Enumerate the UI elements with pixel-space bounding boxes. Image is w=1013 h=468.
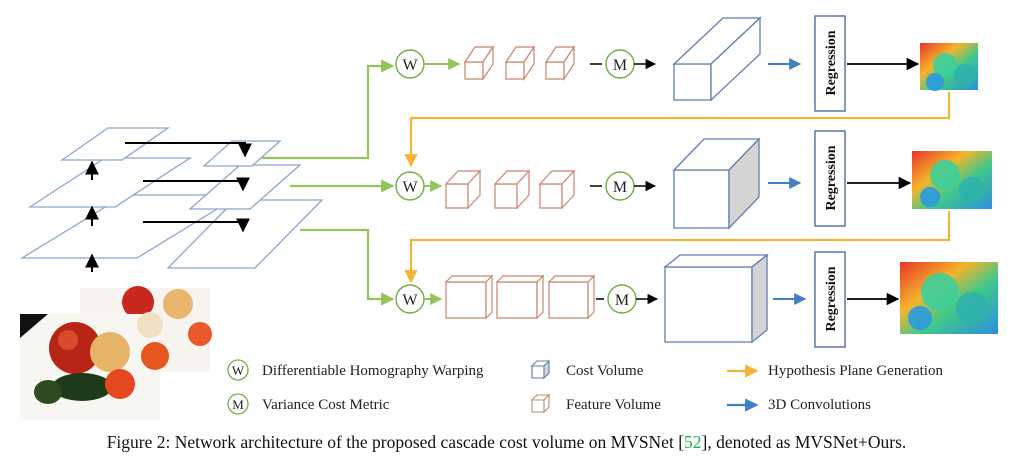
- legend: W Differentiable Homography Warping M Va…: [227, 359, 943, 415]
- legend-hypothesis: Hypothesis Plane Generation: [727, 363, 943, 379]
- metric-node-2-label: M: [613, 179, 627, 196]
- depth-map-2: [912, 151, 992, 209]
- cost-volume-3: [663, 253, 769, 344]
- figure-caption: Figure 2: Network architecture of the pr…: [0, 432, 1013, 453]
- regression-box-3: [814, 251, 846, 348]
- cost-volume-1: [672, 16, 762, 102]
- legend-feature-volume: Feature Volume: [530, 393, 661, 414]
- depth-map-3: [900, 262, 998, 334]
- legend-variance-symbol: M: [232, 397, 244, 412]
- legend-cost-volume: Cost Volume: [530, 359, 644, 380]
- legend-cost-volume-label: Cost Volume: [566, 363, 644, 379]
- hypothesis-arrow-1: [404, 92, 951, 168]
- feature-volume: [463, 45, 495, 81]
- feature-volume-legend-icon: [530, 393, 551, 414]
- feature-volume: [495, 274, 545, 320]
- warp-node-1-label: W: [402, 57, 418, 74]
- pyramid-lateral-arrows: [125, 142, 252, 233]
- pyramid-plane-small: [59, 127, 171, 161]
- feature-volume: [504, 45, 536, 81]
- warp-node-2-label: W: [402, 179, 418, 196]
- feature-volume: [538, 169, 576, 210]
- caption-reference-link[interactable]: 52: [684, 432, 702, 452]
- legend-3d-conv: 3D Convolutions: [727, 397, 871, 413]
- depth-map-1: [920, 43, 978, 91]
- hypothesis-arrow-2: [404, 211, 951, 284]
- caption-text-before: Figure 2: Network architecture of the pr…: [106, 432, 685, 452]
- cost-volume-2: [672, 137, 761, 230]
- legend-variance-label: Variance Cost Metric: [262, 397, 390, 413]
- legend-hypothesis-label: Hypothesis Plane Generation: [768, 363, 943, 379]
- metric-node-3-label: M: [615, 292, 629, 309]
- regression-box-1: [814, 15, 846, 112]
- stage-3: W M: [395, 251, 998, 348]
- feature-volumes-2: [444, 169, 576, 210]
- feature-volume: [544, 45, 576, 81]
- legend-3d-conv-label: 3D Convolutions: [768, 397, 871, 413]
- legend-warping-label: Differentiable Homography Warping: [262, 363, 484, 379]
- regression-label-3: Regression: [824, 266, 839, 331]
- stage-1: W M: [395, 15, 978, 112]
- legend-warping-symbol: W: [232, 363, 245, 378]
- input-images: [20, 286, 212, 420]
- pyramid-plane-small-2: [202, 140, 282, 167]
- regression-label-1: Regression: [824, 30, 839, 95]
- legend-warping: W Differentiable Homography Warping: [227, 359, 484, 381]
- legend-variance: M Variance Cost Metric: [227, 393, 390, 415]
- green-arrows: [262, 59, 395, 306]
- caption-text-after: ], denoted as MVSNet+Ours.: [701, 432, 907, 452]
- metric-node-1-label: M: [613, 57, 627, 74]
- regression-box-2: [814, 130, 846, 227]
- stage-2: W M: [395, 130, 992, 230]
- network-diagram: W M: [19, 15, 998, 420]
- feature-volume: [444, 169, 482, 210]
- feature-volume: [547, 274, 596, 320]
- feature-volume: [444, 274, 494, 320]
- warp-node-3-label: W: [402, 292, 418, 309]
- feature-volumes-3: [444, 274, 596, 320]
- feature-volume: [493, 169, 531, 210]
- feature-volumes-1: [463, 45, 576, 81]
- cost-volume-legend-icon: [530, 359, 551, 380]
- regression-label-2: Regression: [824, 145, 839, 210]
- legend-feature-volume-label: Feature Volume: [566, 397, 661, 413]
- feature-pyramid-left: [19, 127, 243, 259]
